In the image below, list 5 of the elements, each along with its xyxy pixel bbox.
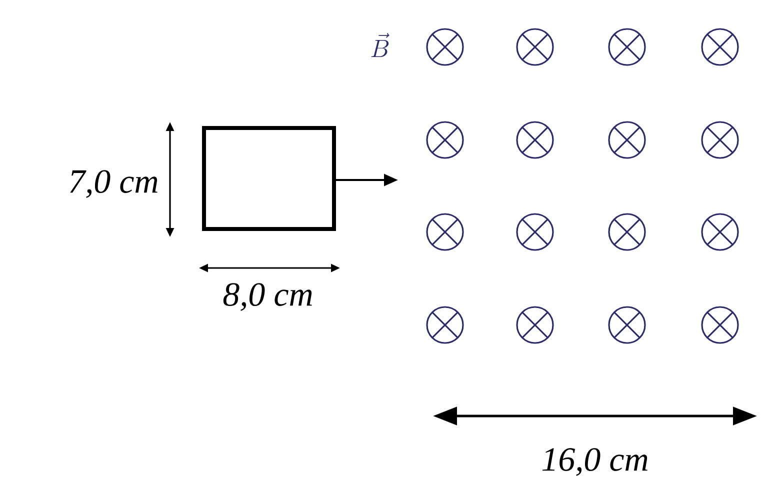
wire-loop [202,126,336,231]
dimension-label: 7,0 cm [70,170,158,198]
dimension-label: 16,0 cm [542,448,648,476]
field-symbol: $\vec{B}$ [371,32,390,57]
dimension-label: 8,0 cm [223,283,312,311]
